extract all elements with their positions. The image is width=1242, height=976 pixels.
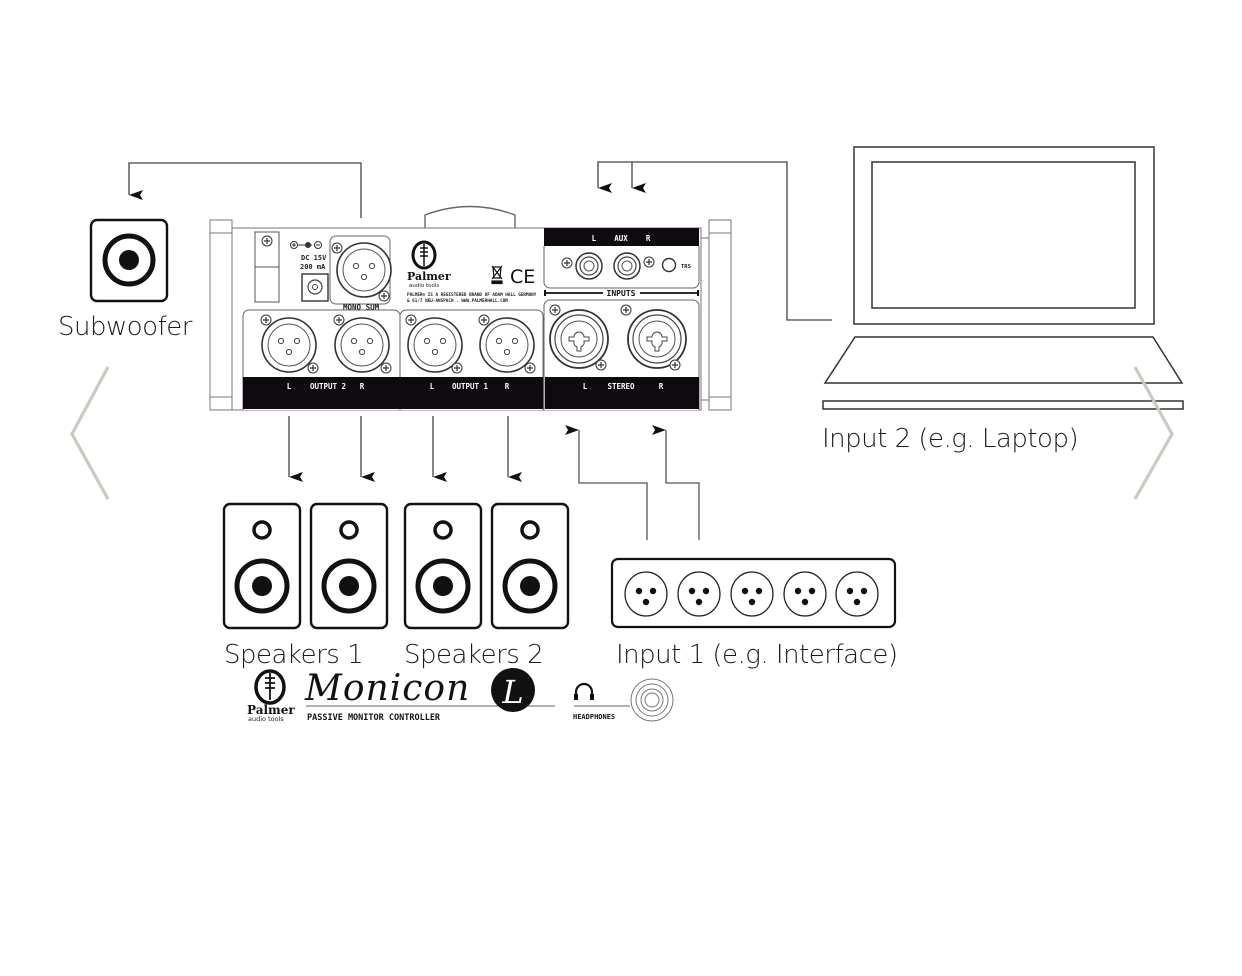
input-1-label: Input 1 (e.g. Interface) [616, 640, 898, 670]
subwoofer-icon [89, 218, 169, 303]
mono-sum-label: MONO SUM [343, 303, 380, 312]
chevron-right-icon [1133, 366, 1174, 500]
previous-slide-button[interactable] [64, 362, 114, 504]
logo-brand: Palmer [247, 703, 295, 717]
trs-label: TRS [681, 264, 691, 270]
output1-r: R [505, 382, 510, 391]
headphone-jack-icon [630, 678, 674, 722]
monicon-rear-panel: DC 15V 200 mA MONO SUM Palmer audio tool… [209, 205, 732, 411]
dc-label: DC 15V [301, 254, 327, 262]
cable-input2-laptop [597, 161, 832, 321]
speaker-1-left [224, 504, 300, 628]
weee-icon [491, 265, 503, 285]
logo-product-name: Monicon [304, 668, 470, 709]
speakers-1-label: Speakers 1 [224, 640, 364, 670]
next-slide-button[interactable] [1128, 362, 1178, 504]
input-2-label: Input 2 (e.g. Laptop) [822, 424, 1079, 454]
output1-label: OUTPUT 1 [452, 382, 489, 391]
stereo-label: STEREO [607, 382, 635, 391]
legal-line-2: & 61/7 NEU-ANSPACH . WWW.PALMERHALL.COM [407, 298, 508, 304]
output1-l: L [430, 382, 435, 391]
speaker-1-right [311, 504, 387, 628]
speaker-2-right [492, 504, 568, 628]
logo-product-badge: L [501, 673, 523, 711]
logo-brand-sub: audio tools [248, 715, 284, 723]
output2-r: R [360, 382, 365, 391]
audio-interface-icon [610, 557, 897, 629]
output2-label: OUTPUT 2 [310, 382, 346, 391]
panel-brand-sub: audio tools [409, 283, 439, 289]
output2-l: L [287, 382, 292, 391]
panel-brand: Palmer [407, 270, 451, 283]
stereo-l: L [583, 382, 588, 391]
speakers-group [224, 504, 568, 628]
headphones-icon [574, 682, 594, 700]
speakers-2-label: Speakers 2 [404, 640, 544, 670]
ce-mark: CE [510, 266, 535, 288]
stereo-r: R [659, 382, 664, 391]
laptop-icon [822, 146, 1184, 410]
cables-outputs [288, 416, 522, 482]
headphones-label: HEADPHONES [573, 713, 615, 721]
palmer-logo-icon [411, 240, 437, 270]
subwoofer-label: Subwoofer [58, 312, 192, 342]
legal-line-1: PALMER® IS A REGISTERED BRAND OF ADAM HA… [407, 292, 537, 298]
product-logo: Palmer audio tools Monicon L PASSIVE MON… [247, 668, 674, 723]
cables-input1 [565, 425, 700, 540]
ma-label: 200 mA [300, 263, 326, 271]
cable-subwoofer [128, 162, 362, 218]
aux-header: L AUX R [592, 234, 651, 243]
chevron-left-icon [70, 366, 110, 500]
speaker-2-left [405, 504, 481, 628]
logo-tagline: PASSIVE MONITOR CONTROLLER [307, 713, 441, 723]
palmer-logo-large-icon [254, 669, 286, 705]
inputs-label: INPUTS [607, 289, 636, 298]
